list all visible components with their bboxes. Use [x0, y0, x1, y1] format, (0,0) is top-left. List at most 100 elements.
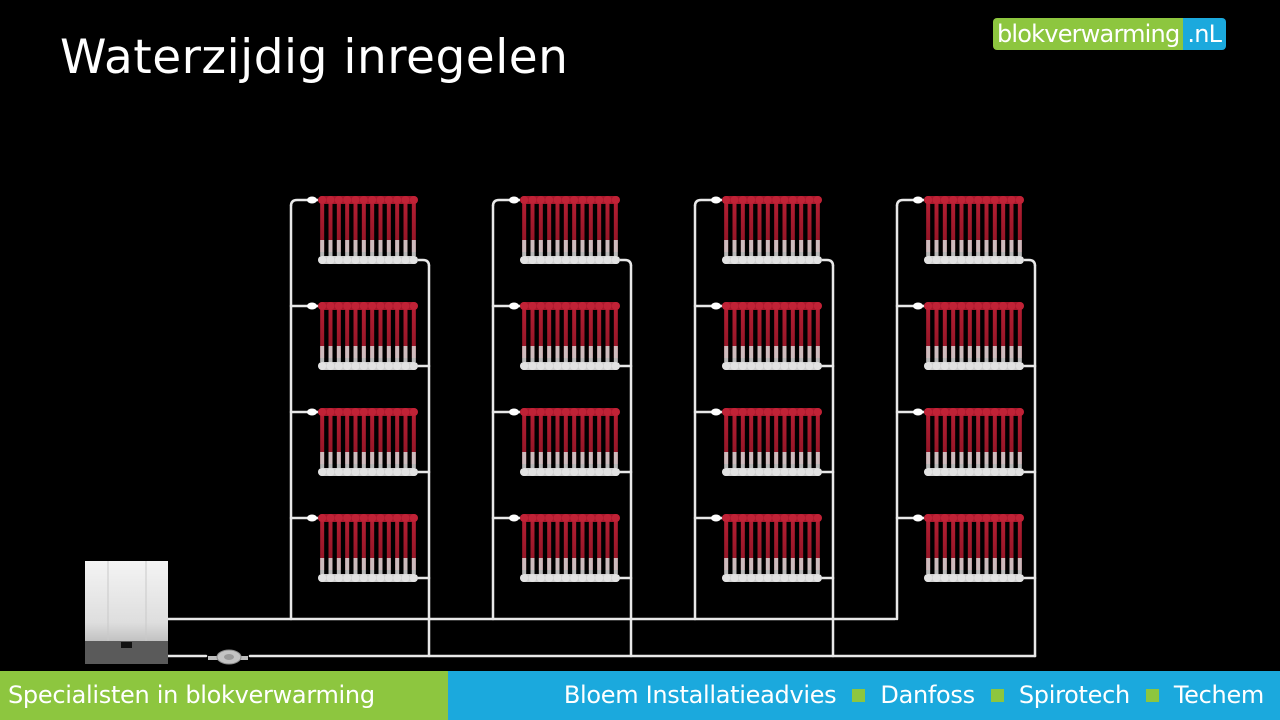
radiator-section-hot	[563, 518, 568, 570]
radiator-section-hot	[740, 412, 745, 464]
radiator-section-hot	[757, 200, 762, 252]
radiator-knob-hot	[401, 196, 410, 204]
radiator-section-hot	[799, 412, 804, 464]
radiator-section-hot	[724, 518, 729, 570]
radiator-knob-cold	[611, 468, 620, 476]
radiator-knob-hot	[318, 408, 327, 416]
radiator-knob-cold	[326, 256, 335, 264]
radiator-section-hot	[740, 518, 745, 570]
radiator-knob-cold	[409, 362, 418, 370]
radiator-section-cold	[1009, 452, 1014, 468]
radiator-knob-hot	[611, 408, 620, 416]
radiator-knob-hot	[974, 408, 983, 416]
radiator-knob-hot	[1007, 514, 1016, 522]
radiator-knob-hot	[384, 196, 393, 204]
radiator-knob-cold	[932, 362, 941, 370]
radiator-knob-cold	[401, 256, 410, 264]
radiator-top-header	[722, 408, 822, 416]
radiator-group	[307, 196, 1024, 582]
radiator-knob-cold	[351, 362, 360, 370]
radiator-knob-cold	[603, 574, 612, 582]
radiator-bottom-header	[318, 468, 418, 476]
radiator-knob-hot	[755, 302, 764, 310]
return-riser-top-bend	[822, 258, 835, 267]
radiator-knob-hot	[755, 408, 764, 416]
radiator-section-hot	[765, 518, 770, 570]
radiator-section-hot	[538, 412, 543, 464]
radiator-knob-cold	[763, 362, 772, 370]
radiator-section-hot	[992, 518, 997, 570]
radiator-section-hot	[555, 306, 560, 358]
radiator-knob-hot	[334, 302, 343, 310]
radiator-section-hot	[967, 306, 972, 358]
radiator-section-cold	[605, 240, 610, 256]
radiator-knob-hot	[536, 302, 545, 310]
radiator-section-hot	[740, 306, 745, 358]
radiator-section-hot	[395, 306, 400, 358]
radiator-section-cold	[967, 240, 972, 256]
radiator-section-cold	[942, 346, 947, 362]
radiator-section-hot	[547, 518, 552, 570]
radiator-section-hot	[1017, 200, 1022, 252]
radiator-knob-cold	[520, 362, 529, 370]
radiator-knob-hot	[528, 302, 537, 310]
radiator-knob-cold	[368, 256, 377, 264]
radiator-knob-hot	[813, 302, 822, 310]
radiator-section-hot	[992, 200, 997, 252]
radiator-section-hot	[580, 518, 585, 570]
radiator-section-cold	[807, 558, 812, 574]
radiator-section-hot	[976, 518, 981, 570]
page-title: Waterzijdig inregelen	[60, 30, 569, 85]
radiator-section-cold	[328, 452, 333, 468]
radiator-section-cold	[967, 346, 972, 362]
radiator-section-hot	[926, 518, 931, 570]
radiator-knob-hot	[545, 514, 554, 522]
radiator-section-cold	[967, 452, 972, 468]
radiator-knob-hot	[974, 196, 983, 204]
radiator-knob-hot	[368, 408, 377, 416]
radiator-knob-cold	[343, 256, 352, 264]
radiator-section-hot	[378, 518, 383, 570]
radiator-knob-cold	[334, 256, 343, 264]
radiator-knob-cold	[1015, 256, 1024, 264]
radiator-section-hot	[320, 306, 325, 358]
radiator-knob-hot	[326, 302, 335, 310]
radiator-section-cold	[934, 346, 939, 362]
radiator-knob-hot	[1007, 408, 1016, 416]
radiator-section-cold	[522, 346, 527, 362]
radiator-section-hot	[967, 412, 972, 464]
radiator-section-hot	[403, 412, 408, 464]
radiator-section-cold	[345, 558, 350, 574]
radiator-knob-hot	[805, 408, 814, 416]
radiator-section-cold	[353, 558, 358, 574]
radiator-knob-cold	[384, 362, 393, 370]
radiator-knob-hot	[376, 514, 385, 522]
radiator-section-hot	[547, 200, 552, 252]
radiator-section-cold	[555, 452, 560, 468]
radiator-section-cold	[807, 346, 812, 362]
radiator-knob-hot	[738, 408, 747, 416]
radiator-section-hot	[395, 518, 400, 570]
radiator-knob-cold	[595, 574, 604, 582]
radiator-section-cold	[984, 240, 989, 256]
radiator-section-hot	[934, 412, 939, 464]
radiator-section-hot	[976, 306, 981, 358]
radiator-section-cold	[547, 346, 552, 362]
radiator-section-cold	[732, 346, 737, 362]
radiator-knob-hot	[1007, 302, 1016, 310]
radiator-knob-hot	[957, 302, 966, 310]
radiator-knob-cold	[932, 256, 941, 264]
radiator-knob-hot	[722, 408, 731, 416]
radiator-section-hot	[967, 518, 972, 570]
radiator-section-cold	[613, 558, 618, 574]
radiator-knob-cold	[747, 468, 756, 476]
radiator-knob-cold	[586, 362, 595, 370]
radiator-knob-cold	[788, 574, 797, 582]
radiator-section-hot	[815, 518, 820, 570]
radiator-knob-cold	[359, 362, 368, 370]
radiator-top-header	[520, 196, 620, 204]
radiator-section-cold	[411, 452, 416, 468]
radiator-section-hot	[345, 306, 350, 358]
radiator-section-cold	[799, 346, 804, 362]
radiator-knob-hot	[797, 408, 806, 416]
